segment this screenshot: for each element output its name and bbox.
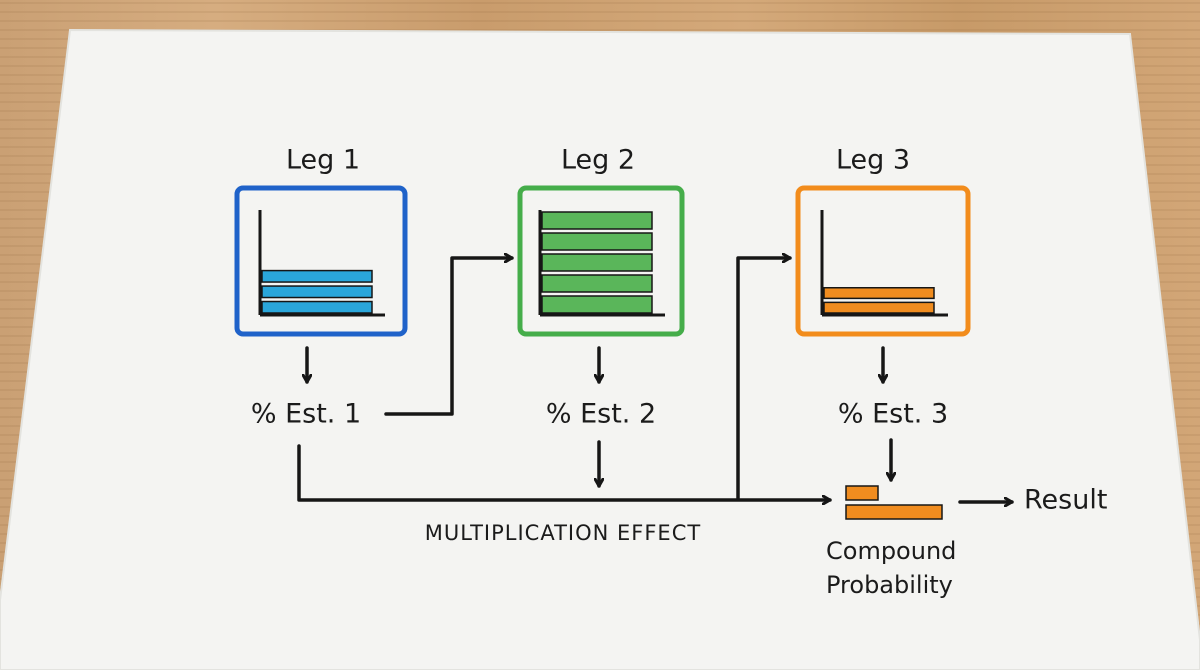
leg-2-fill-bar <box>541 253 653 272</box>
leg-2-fill-bar <box>541 295 653 314</box>
leg-1-title: Leg 1 <box>285 144 361 176</box>
leg-2-fill-bar <box>541 211 653 230</box>
leg-2-title: Leg 2 <box>560 144 636 176</box>
leg-3-chart-box <box>795 185 971 337</box>
leg-1-chart-box <box>234 185 408 337</box>
leg-2-chart-box <box>517 185 685 337</box>
leg-1-fill-bar <box>261 300 373 314</box>
result-label: Result <box>1024 484 1108 516</box>
leg-3-fill-bar <box>823 301 935 314</box>
compound-label-line-2: Probability <box>826 571 953 599</box>
leg-2-fill-bar <box>541 232 653 251</box>
compound-probability-bars <box>845 485 943 520</box>
compound-bar-short <box>845 485 879 501</box>
multiplication-path-arrow <box>297 444 832 500</box>
leg-3-estimate: % Est. 3 <box>837 398 949 430</box>
leg-2-to-leg-3-arrow <box>736 258 792 500</box>
leg-2-fill-bar <box>541 274 653 293</box>
multiplication-effect-label: MULTIPLICATION EFFECT <box>424 521 702 545</box>
leg-2-estimate: % Est. 2 <box>545 398 657 430</box>
compound-bar-long <box>845 504 943 520</box>
leg-1-fill-bar <box>261 269 373 283</box>
leg-1-fill-bar <box>261 285 373 299</box>
leg-3-title: Leg 3 <box>835 144 911 176</box>
leg-1-estimate: % Est. 1 <box>250 398 362 430</box>
leg-3-fill-bar <box>823 287 935 300</box>
compound-probability-label: Compound Probability <box>826 534 956 602</box>
est-1-to-leg-2-arrow <box>384 258 514 416</box>
compound-label-line-1: Compound <box>826 537 957 565</box>
